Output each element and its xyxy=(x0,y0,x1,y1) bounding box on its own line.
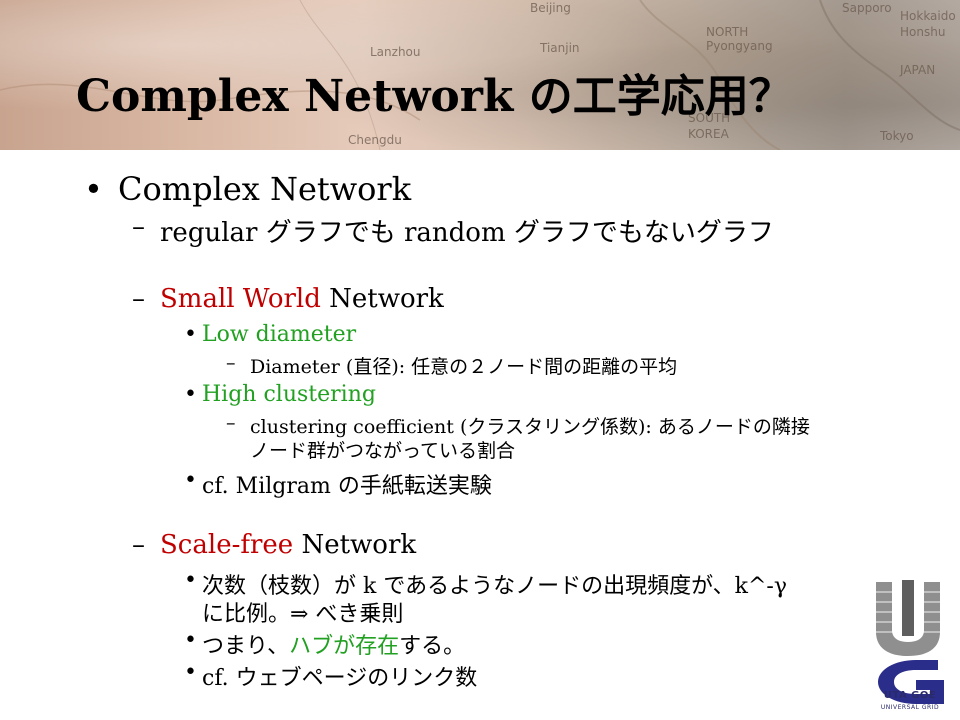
dash-marker: – xyxy=(132,212,145,242)
logo-subtext: UNIVERSAL GRID xyxy=(880,704,940,711)
text-degree-1: 次数（枝数）が k であるようなノードの出現頻度が、k^-γ xyxy=(202,574,788,599)
title-en: Complex Network xyxy=(76,71,529,122)
map-background: Beijing NORTH Pyongyang Tianjin Lanzhou … xyxy=(0,0,960,150)
map-label-tianjin: Tianjin xyxy=(539,41,580,55)
text-complex-network: Complex Network xyxy=(118,170,412,208)
text-clustering-def-1: clustering coefficient (クラスタリング係数): あるノー… xyxy=(250,416,810,438)
text-small-world: Small World Network xyxy=(160,284,444,314)
uta-goe-logo xyxy=(876,580,944,704)
text-hub: つまり、ハブが存在する。 xyxy=(202,634,466,659)
bullet-dot-icon: • xyxy=(184,568,197,593)
map-label-tokyo: Tokyo xyxy=(879,129,914,143)
map-label-japan: JAPAN xyxy=(899,63,935,77)
map-label-korea: KOREA xyxy=(688,127,730,141)
text-degree-2: に比例。⇒ べき乗則 xyxy=(202,602,404,627)
text-low-diameter: Low diameter xyxy=(202,322,357,347)
text-clustering-def-2: ノード群がつながっている割合 xyxy=(250,440,516,462)
bullet-dot-icon: • xyxy=(184,322,197,347)
slide-content: • Complex Network – regular グラフでも random… xyxy=(0,150,960,720)
map-label-hokkaido: Hokkaido xyxy=(900,9,956,23)
bullet-dot-icon: • xyxy=(184,628,197,653)
bullet-dot-icon: • xyxy=(184,468,197,493)
bullet-dot-icon: • xyxy=(184,660,197,685)
text-high-clustering: High clustering xyxy=(202,382,376,407)
logo-text: UTA GOE xyxy=(883,690,937,701)
map-label-north: NORTH xyxy=(706,25,748,39)
dash-marker: – xyxy=(226,352,236,374)
slide-title: Complex Network の工学応用？ xyxy=(76,60,793,124)
dash-marker: – xyxy=(132,530,145,560)
text-milgram: cf. Milgram の手紙転送実験 xyxy=(202,474,492,499)
map-label-chengdu: Chengdu xyxy=(348,133,402,147)
text-diameter-def: Diameter (直径): 任意の２ノード間の距離の平均 xyxy=(250,356,678,378)
map-label-south: SOUTH xyxy=(688,111,730,125)
slide-header: Beijing NORTH Pyongyang Tianjin Lanzhou … xyxy=(0,0,960,150)
map-label-beijing: Beijing xyxy=(530,1,571,15)
bullet-dot-icon: • xyxy=(184,382,197,407)
map-label-pyongyang: Pyongyang xyxy=(706,39,773,53)
bullet-complex-network: • xyxy=(84,170,103,208)
map-label-sapporo: Sapporo xyxy=(842,1,892,15)
text-web: cf. ウェブページのリンク数 xyxy=(202,666,478,691)
map-label-lanzhou: Lanzhou xyxy=(370,45,421,59)
dash-marker: – xyxy=(226,412,236,434)
text-regular-random: regular グラフでも random グラフでもないグラフ xyxy=(160,218,774,248)
dash-marker: – xyxy=(132,284,145,314)
title-jp: の工学応用？ xyxy=(528,71,793,122)
bullet-dot-icon: • xyxy=(84,170,103,208)
map-label-honshu: Honshu xyxy=(900,25,945,39)
text-scale-free: Scale-free Network xyxy=(160,530,417,560)
